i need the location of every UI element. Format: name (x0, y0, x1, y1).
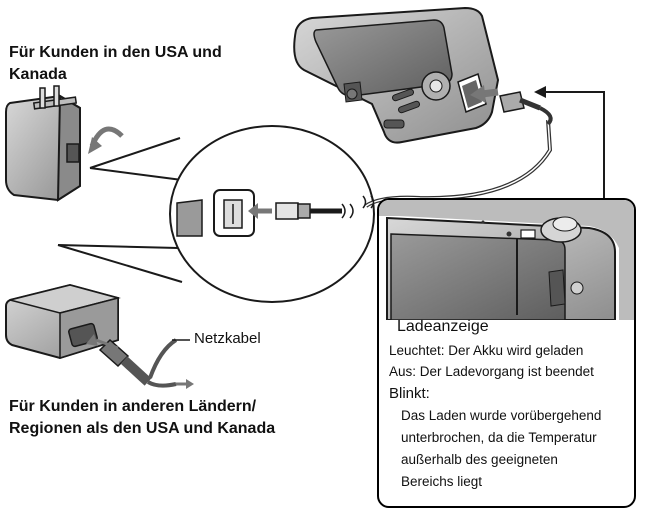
indicator-on-text: Leuchtet: Der Akku wird geladen (389, 343, 584, 358)
power-cord-label: Netzkabel (194, 330, 261, 347)
us-ac-adapter (5, 85, 81, 202)
header-us-line2: Kanada (9, 66, 67, 83)
camera-closeup (379, 200, 634, 320)
leader-arrow-icon (534, 86, 546, 98)
intl-ac-adapter (5, 283, 121, 360)
indicator-title: Ladeanzeige (397, 318, 489, 335)
header-us-line1: Für Kunden in den USA und (9, 44, 222, 61)
charge-indicator-detail: Ladeanzeige Leuchtet: Der Akku wird gela… (377, 198, 636, 508)
plug-in-arrow-icon (86, 334, 98, 346)
header-other-line2: Regionen als den USA und Kanada (9, 420, 276, 437)
header-other-line1: Für Kunden in anderen Ländern/ (9, 398, 257, 415)
indicator-blink-label: Blinkt: (389, 385, 430, 402)
header-us-canada: Für Kunden in den USA und Kanada (9, 42, 222, 86)
blink-text-1: Das Laden wurde vorübergehend (401, 408, 602, 423)
camera (293, 6, 500, 144)
indicator-off-text: Aus: Der Ladevorgang ist beendet (389, 364, 594, 379)
usb-detail-callout (57, 125, 375, 303)
blink-text-4: Bereichs liegt (401, 474, 483, 489)
blink-text-2: unterbrochen, da die Temperatur (401, 430, 597, 445)
power-cord (98, 338, 178, 388)
header-other-regions: Für Kunden in anderen Ländern/ Regionen … (9, 396, 275, 440)
camera-usb-plug (499, 91, 553, 126)
blink-text-3: außerhalb des geeigneten (401, 452, 558, 467)
